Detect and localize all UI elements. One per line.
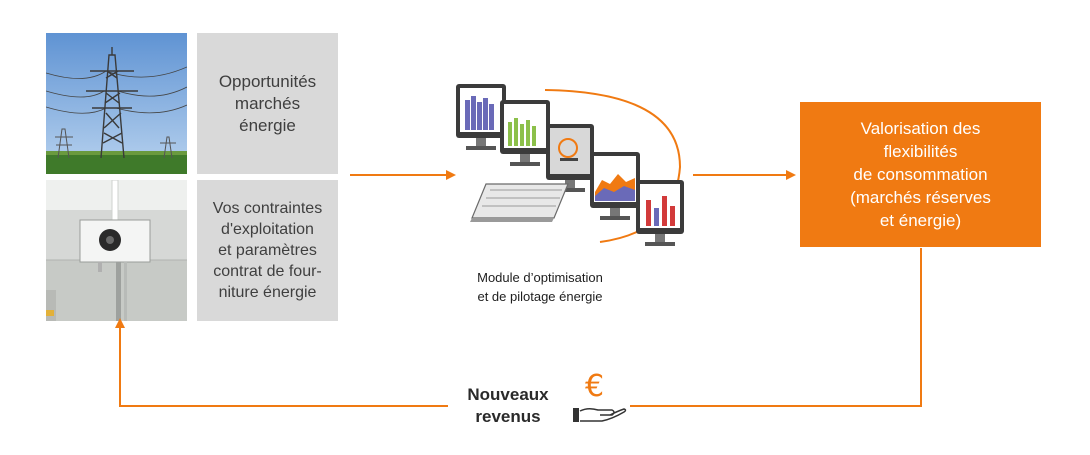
feedback-arrow-head bbox=[115, 318, 125, 328]
flexibility-valorisation-box: Valorisation des flexibilités de consomm… bbox=[800, 102, 1041, 247]
keyboard-icon bbox=[470, 183, 569, 222]
arrow-to-module-head bbox=[446, 170, 456, 180]
cold-room-photo bbox=[46, 180, 187, 321]
energy-markets-box: Opportunités marchés énergie bbox=[197, 33, 338, 174]
new-revenue-label: Nouveaux revenus bbox=[452, 384, 564, 428]
operating-constraints-box: Vos contraintes d'exploitation et paramè… bbox=[197, 180, 338, 321]
euro-icon: € bbox=[585, 369, 605, 404]
power-pylon-photo bbox=[46, 33, 187, 174]
module-caption: Module d’optimisation et de pilotage éne… bbox=[477, 270, 603, 304]
arrow-to-valorisation-head bbox=[786, 170, 796, 180]
hand-icon bbox=[573, 407, 627, 422]
operating-constraints-label: Vos contraintes d'exploitation et paramè… bbox=[212, 200, 323, 301]
feedback-loop-line bbox=[119, 248, 922, 407]
computer-monitors-icon bbox=[456, 84, 684, 246]
flexibility-valorisation-label: Valorisation des flexibilités de consomm… bbox=[850, 119, 991, 230]
energy-markets-label: Opportunités marchés énergie bbox=[218, 71, 317, 135]
